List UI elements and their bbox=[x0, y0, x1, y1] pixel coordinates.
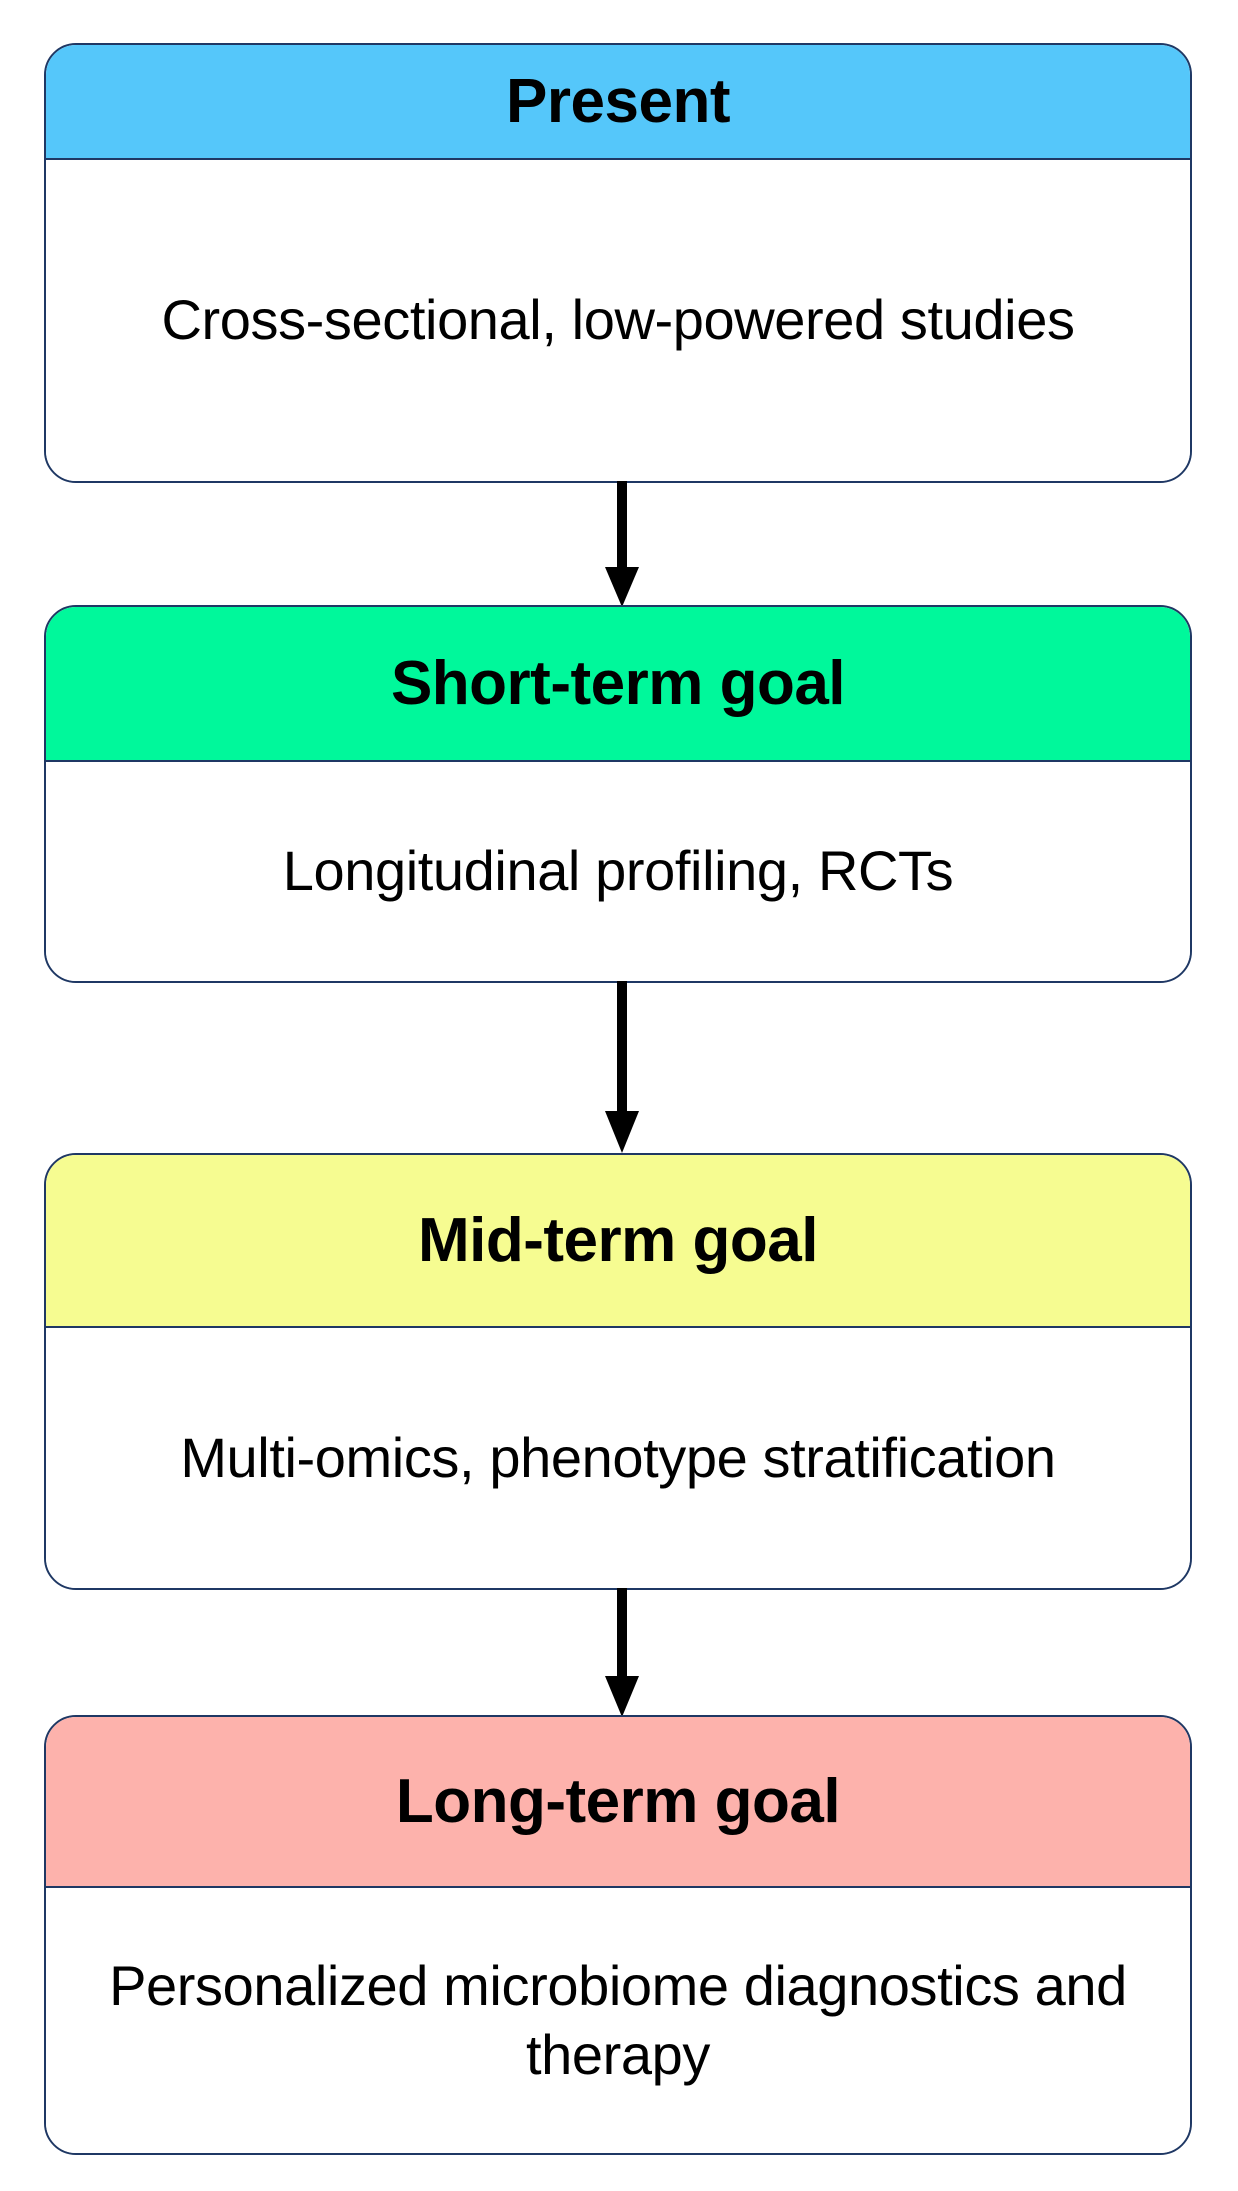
connector-short-term-to-mid-term bbox=[0, 981, 1238, 1157]
flow-node-long-term-body-label: Personalized microbiome diagnostics and … bbox=[109, 1954, 1127, 2086]
down-arrow-icon bbox=[605, 981, 639, 1153]
flow-node-long-term[interactable]: Long-term goal Personalized microbiome d… bbox=[44, 1715, 1192, 2155]
flow-node-long-term-body: Personalized microbiome diagnostics and … bbox=[46, 1888, 1190, 2153]
flow-node-mid-term-header-label: Mid-term goal bbox=[418, 1205, 818, 1275]
flow-node-present-header: Present bbox=[46, 45, 1190, 160]
flow-node-short-term[interactable]: Short-term goal Longitudinal profiling, … bbox=[44, 605, 1192, 983]
connector-mid-term-to-long-term bbox=[0, 1588, 1238, 1719]
flow-node-present[interactable]: Present Cross-sectional, low-powered stu… bbox=[44, 43, 1192, 483]
flow-node-mid-term-body-label: Multi-omics, phenotype stratification bbox=[180, 1425, 1056, 1489]
flow-node-present-header-label: Present bbox=[506, 66, 730, 136]
flow-node-mid-term[interactable]: Mid-term goal Multi-omics, phenotype str… bbox=[44, 1153, 1192, 1590]
flow-node-present-body: Cross-sectional, low-powered studies bbox=[46, 160, 1190, 481]
flow-node-short-term-body: Longitudinal profiling, RCTs bbox=[46, 762, 1190, 981]
down-arrow-icon bbox=[605, 481, 639, 607]
flow-node-short-term-header-label: Short-term goal bbox=[390, 648, 846, 718]
down-arrow-icon bbox=[605, 1588, 639, 1717]
flow-node-long-term-header-label: Long-term goal bbox=[395, 1766, 841, 1836]
connector-present-to-short-term bbox=[0, 481, 1238, 609]
flow-node-short-term-header: Short-term goal bbox=[46, 607, 1190, 762]
flow-node-present-body-label: Cross-sectional, low-powered studies bbox=[161, 288, 1075, 352]
flow-node-mid-term-header: Mid-term goal bbox=[46, 1155, 1190, 1328]
flow-node-mid-term-body: Multi-omics, phenotype stratification bbox=[46, 1328, 1190, 1588]
flow-node-long-term-header: Long-term goal bbox=[46, 1717, 1190, 1888]
flow-node-short-term-body-label: Longitudinal profiling, RCTs bbox=[282, 839, 954, 903]
